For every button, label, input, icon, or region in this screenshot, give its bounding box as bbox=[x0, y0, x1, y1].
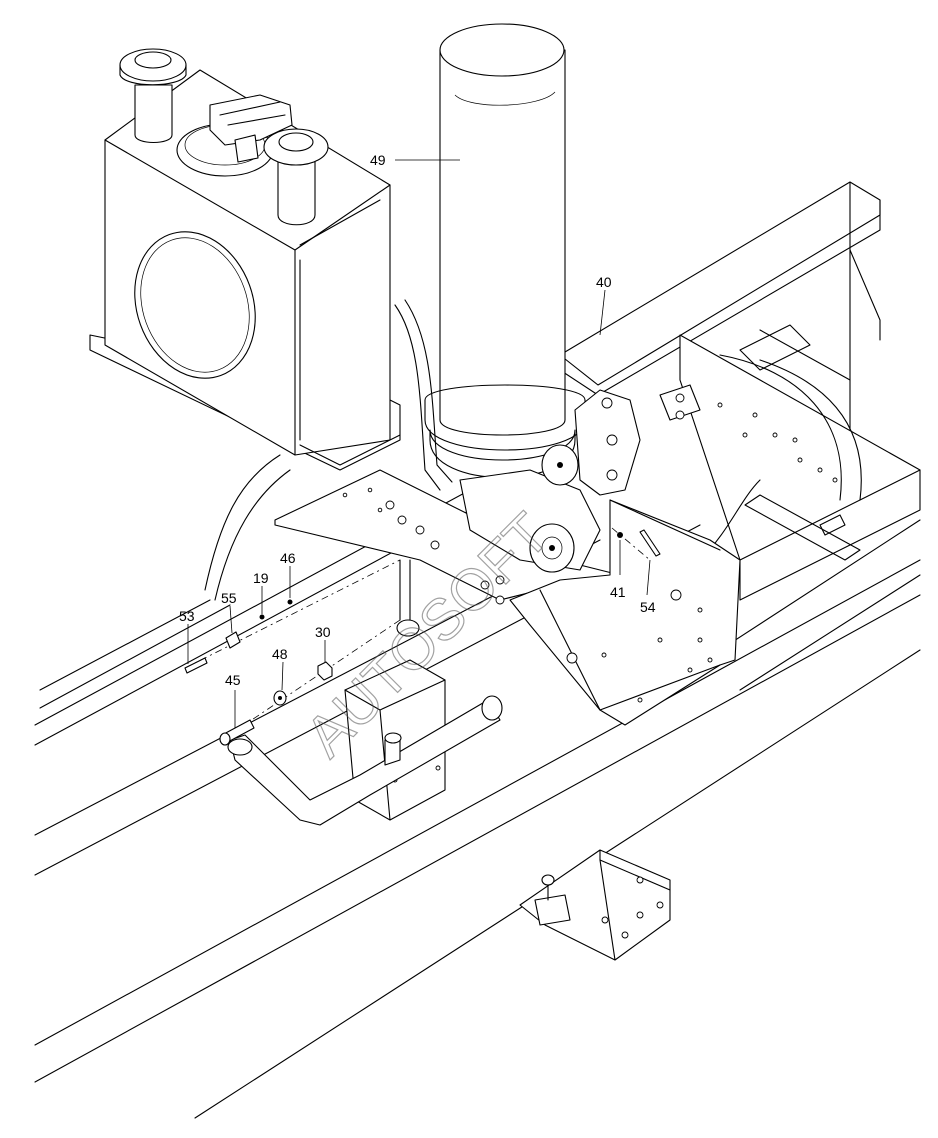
callout-48: 48 bbox=[272, 646, 288, 662]
callout-55: 55 bbox=[221, 590, 237, 606]
callout-49: 49 bbox=[370, 152, 386, 168]
callout-45: 45 bbox=[225, 672, 241, 688]
exhaust-pipe bbox=[227, 695, 503, 826]
callout-40: 40 bbox=[596, 274, 612, 290]
tank-hose bbox=[394, 299, 453, 637]
filter-cylinder bbox=[424, 23, 586, 479]
fuel-tank bbox=[89, 48, 401, 471]
callout-54: 54 bbox=[640, 599, 656, 615]
lower-small-bracket bbox=[519, 849, 671, 961]
callout-30: 30 bbox=[315, 624, 331, 640]
callout-19: 19 bbox=[253, 570, 269, 586]
hardware-parts bbox=[184, 529, 661, 746]
leader-lines bbox=[187, 159, 651, 728]
hardware-centerline bbox=[184, 527, 651, 739]
frame-rails bbox=[34, 489, 921, 1119]
callout-41: 41 bbox=[610, 584, 626, 600]
callout-46: 46 bbox=[280, 550, 296, 566]
right-cross-bracket bbox=[679, 324, 921, 601]
cross-member-beam bbox=[559, 181, 881, 431]
center-mount-assembly bbox=[274, 384, 741, 726]
callout-53: 53 bbox=[179, 608, 195, 624]
callout-labels: 49 40 41 54 46 19 55 53 30 48 45 bbox=[179, 152, 656, 688]
